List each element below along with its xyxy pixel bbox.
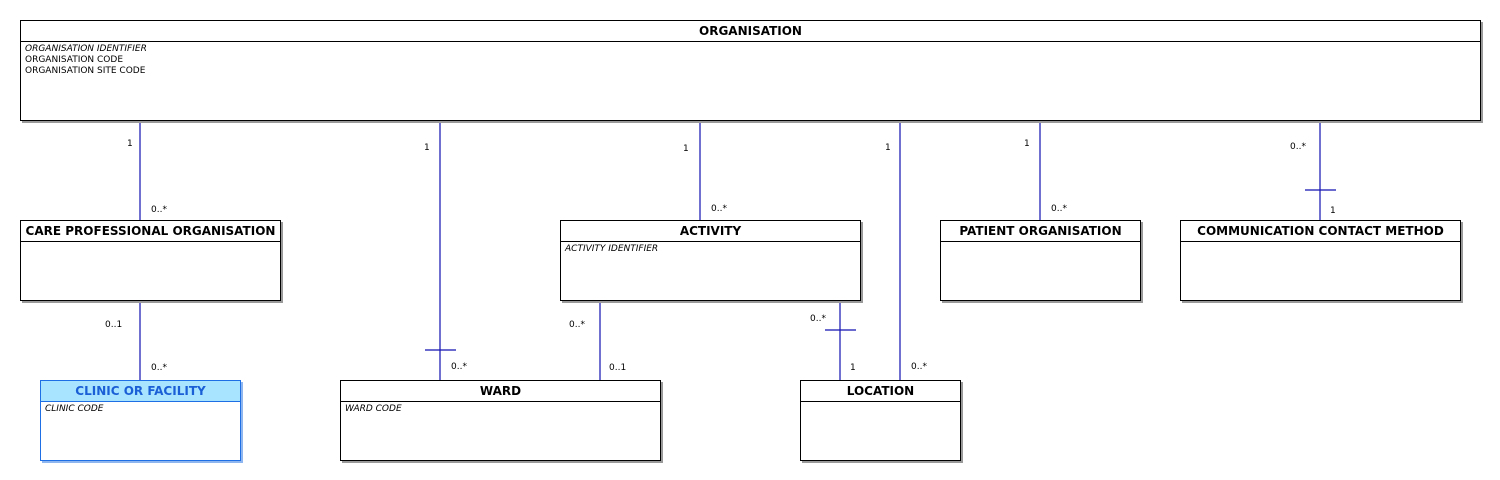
- entity-title: ACTIVITY: [561, 221, 860, 242]
- multiplicity-label: 0..*: [151, 363, 167, 373]
- attribute-organisation-code: ORGANISATION CODE: [25, 55, 124, 65]
- multiplicity-label: 0..*: [911, 362, 927, 372]
- entity-ward[interactable]: WARD WARD CODE: [340, 380, 661, 461]
- multiplicity-label: 1: [424, 143, 430, 153]
- entity-attributes: WARD CODE: [341, 402, 660, 417]
- entity-title: LOCATION: [801, 381, 960, 402]
- attribute-organisation-site-code: ORGANISATION SITE CODE: [25, 66, 146, 76]
- multiplicity-label: 0..*: [451, 362, 467, 372]
- multiplicity-label: 0..*: [711, 204, 727, 214]
- entity-title: ORGANISATION: [21, 21, 1480, 42]
- multiplicity-label: 1: [683, 144, 689, 154]
- attribute-clinic-code: CLINIC CODE: [45, 404, 104, 414]
- multiplicity-label: 1: [1024, 139, 1030, 149]
- entity-organisation[interactable]: ORGANISATION ORGANISATION IDENTIFIER ORG…: [20, 20, 1481, 121]
- multiplicity-label: 0..1: [609, 363, 627, 373]
- multiplicity-label: 0..*: [151, 205, 167, 215]
- multiplicity-label: 0..*: [569, 320, 585, 330]
- attribute-activity-identifier: ACTIVITY IDENTIFIER: [565, 244, 659, 254]
- entity-title: CLINIC OR FACILITY: [41, 381, 240, 402]
- entity-communication-contact-method[interactable]: COMMUNICATION CONTACT METHOD: [1180, 220, 1461, 301]
- multiplicity-label: 1: [885, 143, 891, 153]
- entity-attributes: ACTIVITY IDENTIFIER: [561, 242, 860, 257]
- entity-clinic-or-facility[interactable]: CLINIC OR FACILITY CLINIC CODE: [40, 380, 241, 461]
- entity-activity[interactable]: ACTIVITY ACTIVITY IDENTIFIER: [560, 220, 861, 301]
- attribute-organisation-identifier: ORGANISATION IDENTIFIER: [25, 44, 147, 54]
- multiplicity-label: 0..*: [1051, 204, 1067, 214]
- entity-title: CARE PROFESSIONAL ORGANISATION: [21, 221, 280, 242]
- entity-title: COMMUNICATION CONTACT METHOD: [1181, 221, 1460, 242]
- entity-attributes: ORGANISATION IDENTIFIER ORGANISATION COD…: [21, 42, 1480, 79]
- entity-patient-organisation[interactable]: PATIENT ORGANISATION: [940, 220, 1141, 301]
- multiplicity-label: 0..1: [105, 320, 123, 330]
- entity-care-professional-organisation[interactable]: CARE PROFESSIONAL ORGANISATION: [20, 220, 281, 301]
- multiplicity-label: 1: [127, 139, 133, 149]
- multiplicity-label: 1: [1330, 206, 1336, 216]
- attribute-ward-code: WARD CODE: [345, 404, 402, 414]
- entity-attributes: CLINIC CODE: [41, 402, 240, 417]
- multiplicity-label: 0..*: [810, 314, 826, 324]
- entity-location[interactable]: LOCATION: [800, 380, 961, 461]
- multiplicity-label: 1: [850, 363, 856, 373]
- entity-title: PATIENT ORGANISATION: [941, 221, 1140, 242]
- multiplicity-label: 0..*: [1290, 142, 1306, 152]
- entity-title: WARD: [341, 381, 660, 402]
